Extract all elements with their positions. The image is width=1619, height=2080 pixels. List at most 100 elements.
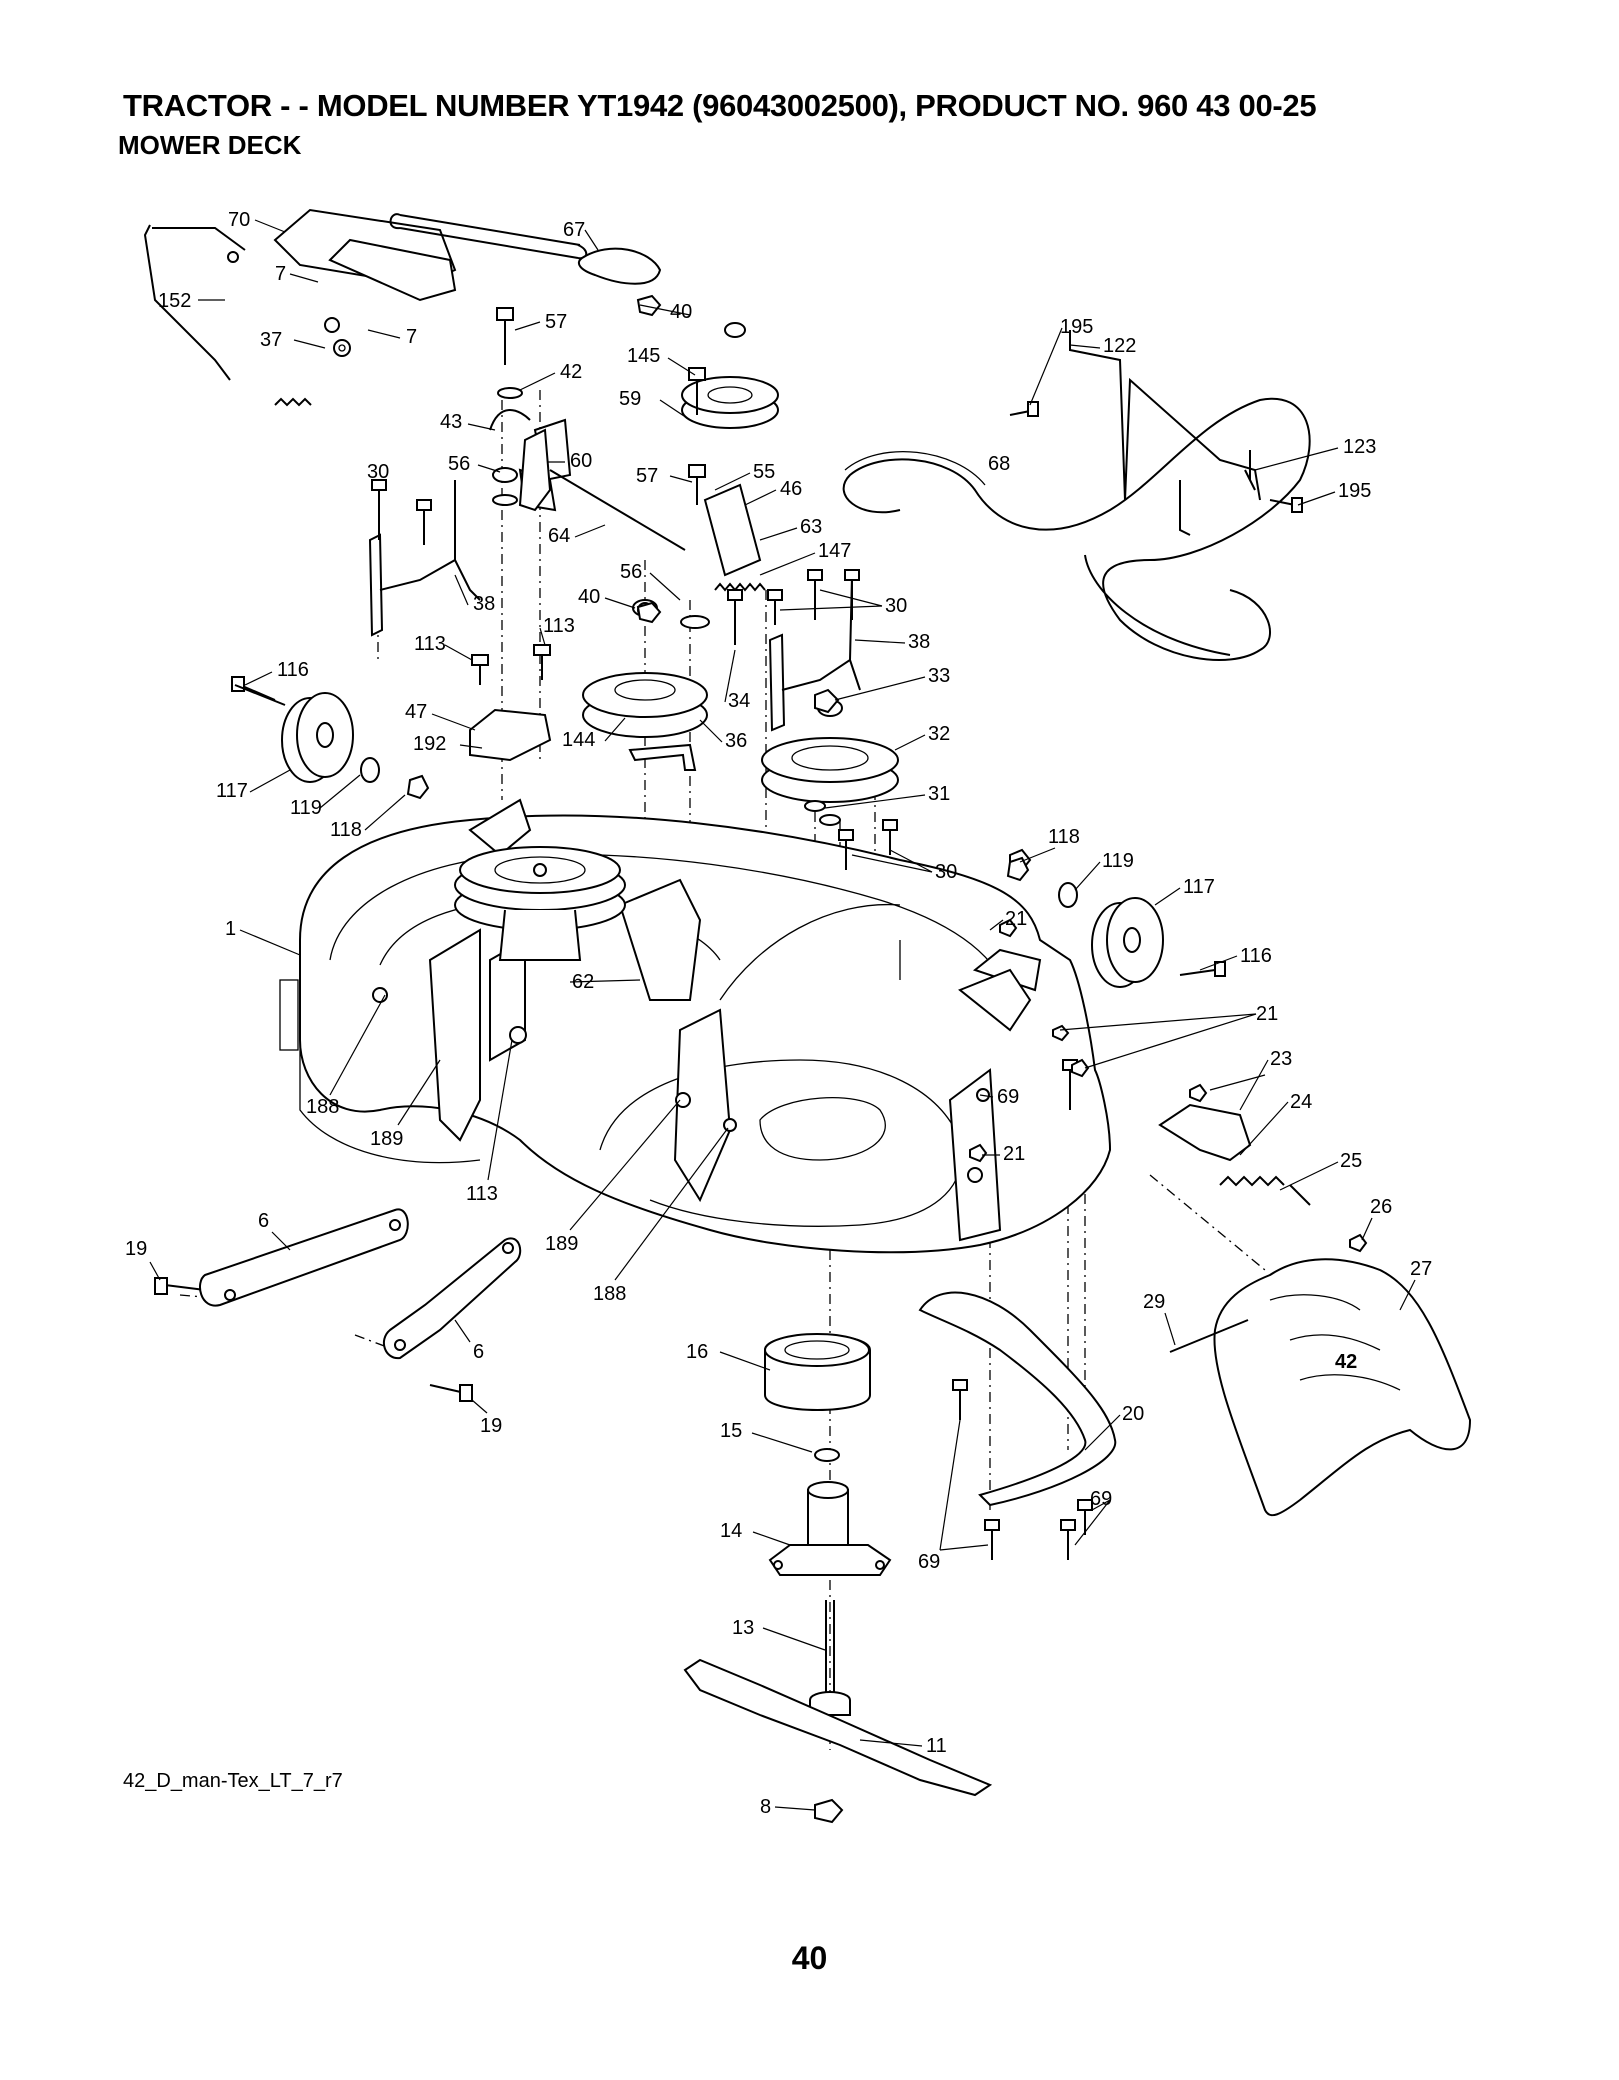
callout-42: 42 <box>560 361 582 383</box>
idler-pulley-144 <box>582 599 710 771</box>
callout-37: 37 <box>260 329 282 351</box>
height-brackets <box>368 480 861 732</box>
deck-pulley-32 <box>761 699 899 826</box>
callout-30c: 30 <box>935 861 957 883</box>
callout-19a: 19 <box>125 1238 147 1260</box>
callout-189b: 189 <box>545 1233 578 1255</box>
spindle-assembly <box>764 1333 892 1716</box>
bracket-23 <box>1158 1103 1252 1162</box>
callout-116a: 116 <box>277 659 309 681</box>
callout-69a: 69 <box>997 1086 1019 1108</box>
callout-6a: 6 <box>258 1210 269 1232</box>
callout-119a: 119 <box>290 797 322 819</box>
callout-147: 147 <box>818 540 851 562</box>
callout-29: 29 <box>1143 1291 1165 1313</box>
callout-64: 64 <box>548 525 570 547</box>
callout-21a: 21 <box>1005 908 1027 930</box>
callout-6b: 6 <box>473 1341 484 1363</box>
callout-123: 123 <box>1343 436 1376 458</box>
callout-47: 47 <box>405 701 427 723</box>
fasteners <box>154 294 1368 1560</box>
callout-33: 33 <box>928 665 950 687</box>
callout-21c: 21 <box>1003 1143 1025 1165</box>
gauge-wheel-left <box>234 684 430 800</box>
callout-38a: 38 <box>473 593 495 615</box>
callout-67: 67 <box>563 219 585 241</box>
page-title: TRACTOR - - MODEL NUMBER YT1942 (9604300… <box>123 88 1317 123</box>
callout-59: 59 <box>619 388 641 410</box>
callout-11: 11 <box>926 1735 947 1757</box>
callout-145: 145 <box>627 345 660 367</box>
callout-labels: 70 67 7 7 152 37 57 42 40 145 59 43 56 6… <box>125 209 1432 1818</box>
callout-32: 32 <box>928 723 950 745</box>
springs <box>274 397 1311 1206</box>
idler-pulley-145 <box>681 322 779 429</box>
callout-38b: 38 <box>908 631 930 653</box>
callout-119b: 119 <box>1102 850 1134 872</box>
callout-70: 70 <box>228 209 250 231</box>
callout-40b: 40 <box>578 586 600 608</box>
callout-8: 8 <box>760 1796 771 1818</box>
callout-34: 34 <box>728 690 750 712</box>
callout-19b: 19 <box>480 1415 502 1437</box>
callout-118a: 118 <box>330 819 362 841</box>
callout-116b: 116 <box>1240 945 1272 967</box>
callout-21b: 21 <box>1256 1003 1278 1025</box>
callout-46: 46 <box>780 478 802 500</box>
bracket-47 <box>469 708 552 762</box>
callout-25: 25 <box>1340 1150 1362 1172</box>
callout-117a: 117 <box>216 780 248 802</box>
callout-117b: 117 <box>1183 876 1215 898</box>
callout-68: 68 <box>988 453 1010 475</box>
callout-60: 60 <box>570 450 592 472</box>
callout-57b: 57 <box>636 465 658 487</box>
callout-56a: 56 <box>448 453 470 475</box>
callout-192: 192 <box>413 733 446 755</box>
callout-63: 63 <box>800 516 822 538</box>
callout-57a: 57 <box>545 311 567 333</box>
cap-67 <box>577 247 662 285</box>
callout-20: 20 <box>1122 1403 1144 1425</box>
discharge-chute-27: 42 <box>1213 1258 1472 1517</box>
callout-113a: 113 <box>543 615 575 637</box>
callout-14: 14 <box>720 1520 742 1542</box>
callout-16: 16 <box>686 1341 708 1363</box>
callout-7b: 7 <box>406 326 417 348</box>
callout-122: 122 <box>1103 335 1136 357</box>
callout-13: 13 <box>732 1617 754 1639</box>
callout-27: 27 <box>1410 1258 1432 1280</box>
belt-guide <box>1069 330 1261 536</box>
callout-15: 15 <box>720 1420 742 1442</box>
callout-152: 152 <box>158 290 191 312</box>
callout-56b: 56 <box>620 561 642 583</box>
callout-23: 23 <box>1270 1048 1292 1070</box>
blade-11 <box>683 1658 993 1797</box>
callout-144: 144 <box>562 729 595 751</box>
section-subtitle: MOWER DECK <box>118 130 302 160</box>
lift-links <box>199 1208 522 1360</box>
lift-assembly-70 <box>143 208 588 381</box>
callout-24: 24 <box>1290 1091 1312 1113</box>
callout-113b: 113 <box>414 633 446 655</box>
callout-43: 43 <box>440 411 462 433</box>
callout-1: 1 <box>225 918 236 940</box>
callout-195b: 195 <box>1338 480 1371 502</box>
callout-189a: 189 <box>370 1128 403 1150</box>
callout-188a: 188 <box>306 1096 339 1118</box>
callout-7a: 7 <box>275 263 286 285</box>
callout-40a: 40 <box>670 301 692 323</box>
baffle-20 <box>918 1291 1117 1507</box>
callout-30a: 30 <box>367 461 389 483</box>
deck-brackets <box>372 928 1032 1242</box>
callout-195a: 195 <box>1060 316 1093 338</box>
callout-36: 36 <box>725 730 747 752</box>
drive-belt-68 <box>842 397 1311 661</box>
callout-69c: 69 <box>918 1551 940 1573</box>
page-number: 40 <box>791 1940 828 1976</box>
chute-decal-text: 42 <box>1335 1351 1357 1373</box>
callout-31: 31 <box>928 783 950 805</box>
callout-55: 55 <box>753 461 775 483</box>
blade-bolt-8 <box>814 1798 844 1824</box>
callout-30b: 30 <box>885 595 907 617</box>
